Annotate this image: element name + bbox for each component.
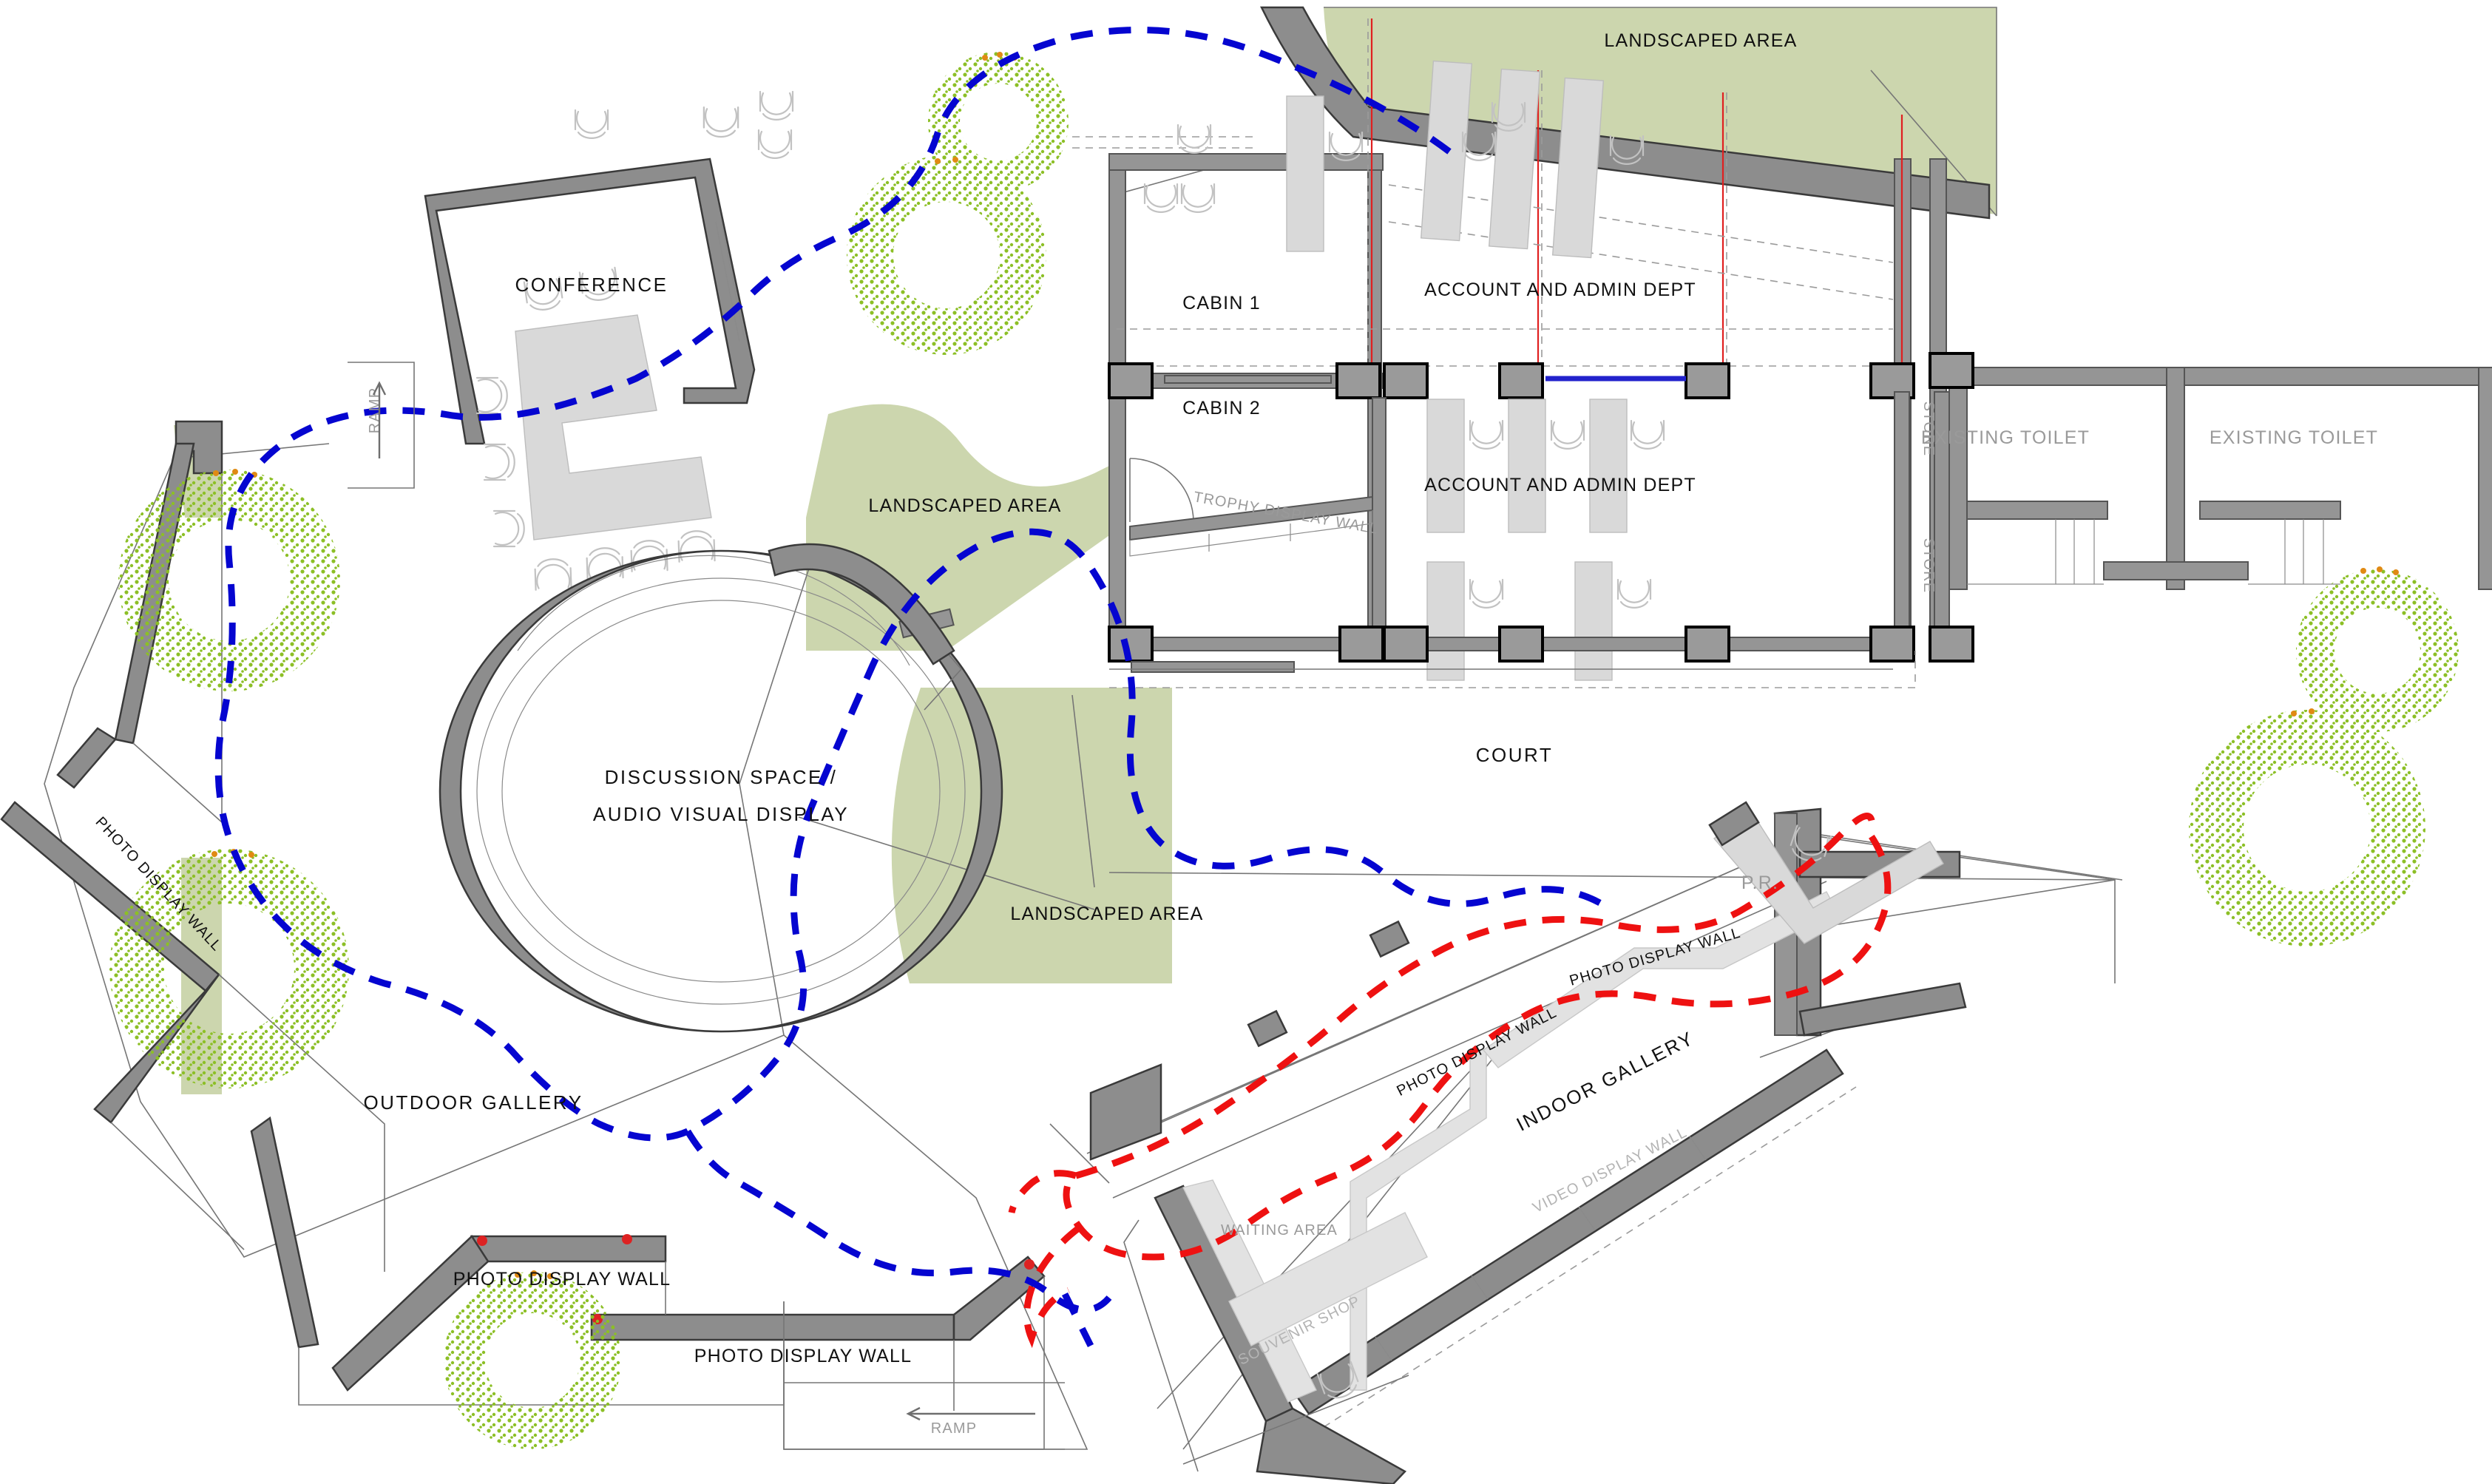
room-label-outdoor-gallery: OUTDOOR GALLERY <box>363 1091 583 1114</box>
room-label-account-admin-2: ACCOUNT AND ADMIN DEPT <box>1424 475 1696 495</box>
room-label-waiting-area: WAITING AREA <box>1221 1222 1338 1239</box>
store-label-lower: STORE <box>1920 538 1937 594</box>
visitor-circulation-blue <box>214 27 1611 1142</box>
room-label-existing-toilet-1: EXISTING TOILET <box>1921 427 2090 448</box>
ramp-label-conference: RAMP <box>367 387 383 434</box>
display-wall-label-bottom-1: PHOTO DISPLAY WALL <box>453 1269 671 1290</box>
room-label-existing-toilet-2: EXISTING TOILET <box>2210 427 2378 448</box>
room-label-discussion-line1: DISCUSSION SPACE / <box>605 766 838 788</box>
room-label-court: COURT <box>1476 744 1553 766</box>
gallery-circulation-red-tail <box>1023 1224 1082 1349</box>
room-label-conference: CONFERENCE <box>515 274 668 296</box>
display-wall-label-bottom-2: PHOTO DISPLAY WALL <box>694 1346 912 1366</box>
ramp-label-bottom: RAMP <box>931 1420 978 1437</box>
arrow-up-icon <box>372 381 387 458</box>
room-label-pr-office: P.R. <box>1741 873 1778 893</box>
room-label-account-admin-1: ACCOUNT AND ADMIN DEPT <box>1424 279 1696 300</box>
room-label-discussion-line2: AUDIO VISUAL DISPLAY <box>593 803 849 825</box>
visitor-circulation-blue-tail <box>1061 1292 1094 1348</box>
landscape-label-roof: LANDSCAPED AREA <box>1604 30 1797 51</box>
arrow-left-icon <box>906 1406 1035 1421</box>
room-label-cabin1: CABIN 1 <box>1182 293 1261 314</box>
visitor-circulation-blue-lower <box>685 1129 1112 1313</box>
gallery-circulation-red <box>1063 813 1892 1261</box>
store-label-upper: STORE <box>1920 402 1937 457</box>
room-label-cabin2: CABIN 2 <box>1182 398 1261 419</box>
gallery-circulation-red-entry <box>1008 1170 1077 1214</box>
landscape-label-mid: LANDSCAPED AREA <box>868 495 1061 516</box>
ramp-graphics <box>348 362 1065 1450</box>
landscape-label-lower: LANDSCAPED AREA <box>1010 904 1203 924</box>
